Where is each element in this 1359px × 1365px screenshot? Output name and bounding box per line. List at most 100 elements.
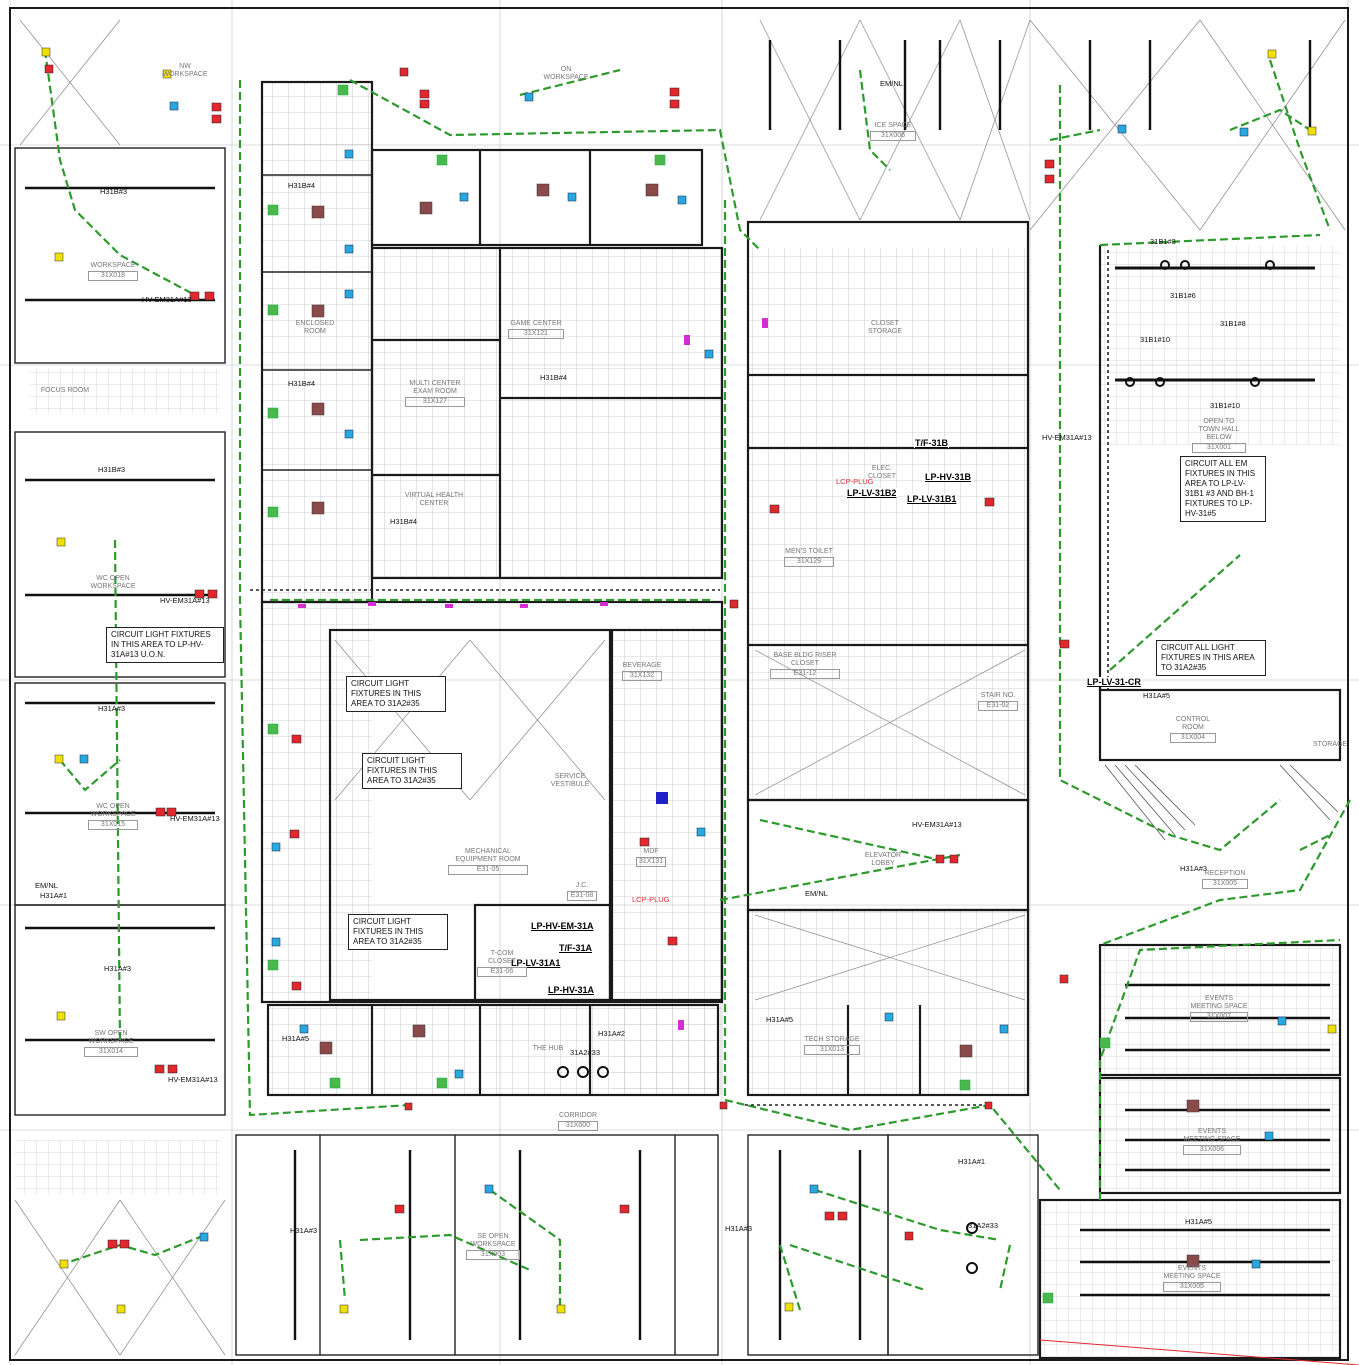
circuit-tag: 31B1#10: [1210, 401, 1241, 410]
equipment-square: [656, 792, 668, 804]
circuit-note-lobby: CIRCUIT ALL EM FIXTURES IN THIS AREA TO …: [1180, 456, 1266, 522]
interior-walls: [260, 80, 1342, 1360]
stair-treads: [1104, 764, 1339, 841]
circuit-wiring: [43, 49, 1351, 1311]
circuit-tag: H31A#3: [104, 964, 132, 973]
circuit-tag: 31B1#8: [1220, 319, 1246, 328]
circuit-tag: 31A2#33: [570, 1048, 601, 1057]
circuit-tag: H31A#3: [98, 704, 126, 713]
room-jc: J.C.E31-08: [567, 882, 597, 901]
circuit-tag: H31B#4: [288, 379, 316, 388]
circuit-tag: EM/NL: [35, 881, 58, 890]
circuit-tag: H31B#4: [540, 373, 568, 382]
circuit-tag: HV-EM31A#13: [160, 596, 210, 605]
downlights: [311, 183, 1200, 1268]
circuit-tag: H31B#4: [288, 181, 316, 190]
accent-fixtures: [298, 318, 768, 1030]
panel-label-lp-hv-31b: LP-HV-31B: [924, 472, 973, 482]
panel-label-lp-lv-31b2: LP-LV-31B2: [846, 488, 898, 498]
circuit-note-mid-3: CIRCUIT LIGHT FIXTURES IN THIS AREA TO 3…: [348, 914, 448, 950]
panel-label-lp-lv-31b1: LP-LV-31B1: [906, 494, 958, 504]
linear-light-fixtures: [25, 40, 1330, 1340]
circuit-tag: 31B1#6: [1170, 291, 1196, 300]
open-below-hatch: [14, 19, 1346, 1356]
circuit-note-reception: CIRCUIT ALL LIGHT FIXTURES IN THIS AREA …: [1156, 640, 1266, 676]
room-virtual-health: VIRTUAL HEALTH CENTER: [404, 492, 464, 507]
circuit-note-west: CIRCUIT LIGHT FIXTURES IN THIS AREA TO L…: [106, 627, 224, 663]
circuit-tag: HV-EM31A#13: [170, 814, 220, 823]
circuit-note-mid-1: CIRCUIT LIGHT FIXTURES IN THIS AREA TO 3…: [346, 676, 446, 712]
room-focus: FOCUS ROOM: [40, 387, 90, 394]
circuit-tag: H31B#4: [390, 517, 418, 526]
circuit-tag: EM/NL: [880, 79, 903, 88]
room-service-vestibule: SERVICE VESTIBULE: [550, 773, 590, 788]
circuit-tag: H31A#2: [598, 1029, 626, 1038]
circuit-tag: 31B1#10: [1140, 335, 1171, 344]
circuit-tag: HV-EM31A#13: [168, 1075, 218, 1084]
circuit-tag: H31A#3: [290, 1226, 318, 1235]
circuit-tag: H31A#5: [1143, 691, 1171, 700]
circuit-tag: H31A#5: [282, 1034, 310, 1043]
room-nw-workspace: NW WORKSPACE: [162, 63, 208, 78]
panel-label-lp-hv-em-31a: LP-HV-EM-31A: [530, 921, 595, 931]
ceiling-grids: [15, 82, 1340, 1355]
circuit-note-mid-2: CIRCUIT LIGHT FIXTURES IN THIS AREA TO 3…: [362, 753, 462, 789]
circuit-tag: HV-EM31A#13: [1042, 433, 1092, 442]
room-wc-open-1: WC OPEN WORKSPACE: [90, 575, 136, 590]
circuit-tag: 31A2#33: [968, 1221, 999, 1230]
circuit-tag: H31B#3: [98, 465, 126, 474]
room-stair: STAIR NO.E31-02: [978, 692, 1018, 711]
panel-label-tf-31a: T/F-31A: [558, 943, 594, 953]
room-elevator-lobby: ELEVATOR LOBBY: [864, 852, 902, 867]
room-closet-storage: CLOSET STORAGE: [867, 320, 903, 335]
lobby-track: [1115, 266, 1315, 382]
circuit-tag: H31A#3: [1180, 864, 1208, 873]
circuit-tag: H31A#1: [40, 891, 68, 900]
exterior-walls: [9, 7, 1349, 1361]
room-hub: THE HUB: [532, 1045, 564, 1052]
panel-label-tf-31b: T/F-31B: [914, 438, 950, 448]
panel-label-lp-hv-31a: LP-HV-31A: [547, 985, 596, 995]
circuit-tag: H31B#3: [100, 187, 128, 196]
emergency-row: [250, 250, 1109, 1106]
partition-walls: [14, 147, 1039, 1356]
wall-switches: [267, 84, 1111, 1304]
panel-label-lp-lv-31-cr: LP-LV-31-CR: [1086, 677, 1142, 687]
room-on-workspace: ON WORKSPACE: [543, 66, 589, 81]
room-enclosed: ENCLOSED ROOM: [295, 320, 335, 335]
circuit-tag: HV-EM31A#13: [142, 295, 192, 304]
circuit-tag: LCP-PLUG: [836, 477, 874, 486]
circuit-tag: H31A#5: [1185, 1217, 1213, 1226]
daylight-sensors: [41, 47, 1337, 1314]
room-elec-closet: ELEC. CLOSET: [867, 465, 896, 480]
circuit-tag: H31A#3: [725, 1224, 753, 1233]
circuit-tag: HV-EM31A#13: [912, 820, 962, 829]
circuit-tag: EM/NL: [805, 889, 828, 898]
occupancy-sensors: [79, 92, 1287, 1269]
match-line: [1039, 1339, 1359, 1365]
circuit-tag: H31A#1: [958, 1157, 986, 1166]
room-storage: STORAGE: [1313, 741, 1348, 748]
